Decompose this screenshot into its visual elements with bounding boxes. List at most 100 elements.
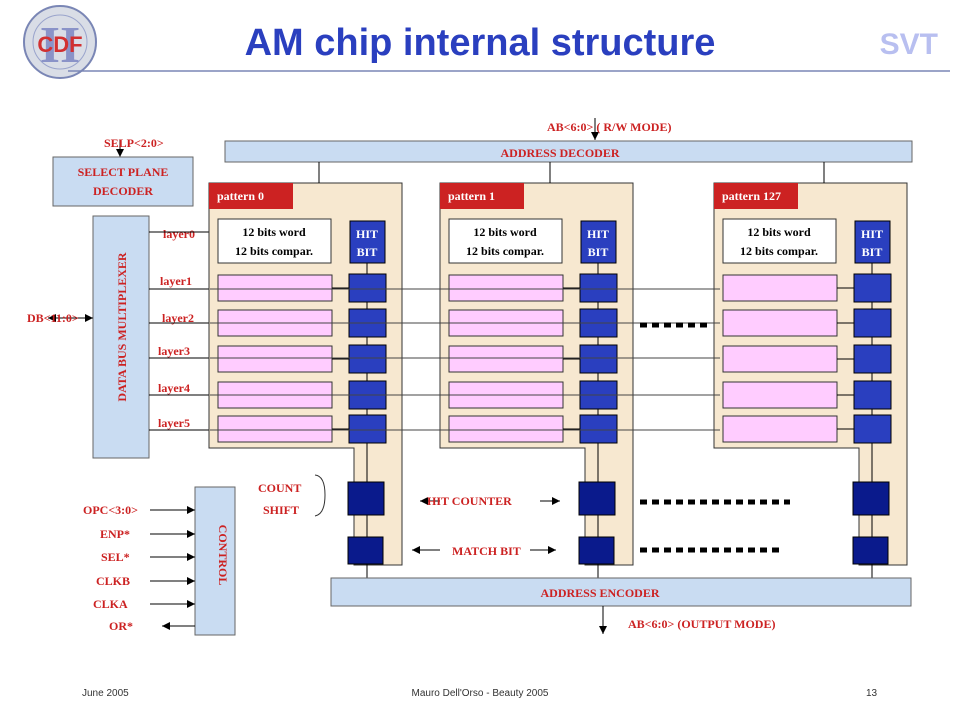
data-bus-mux-label: DATA BUS MULTIPLEXER bbox=[115, 252, 129, 401]
pattern-0-match-bit-box bbox=[347, 536, 384, 565]
ab-rw-label: AB<6:0> ( R/W MODE) bbox=[547, 120, 671, 134]
control-label: CONTROL bbox=[216, 525, 230, 586]
match-bit-label: MATCH BIT bbox=[452, 544, 521, 558]
db-arrow-tail bbox=[48, 314, 56, 322]
pattern-0-hit-bit-box bbox=[349, 220, 386, 264]
layer-label-3: layer3 bbox=[158, 344, 190, 358]
pattern-0-hit-bit-1 bbox=[348, 273, 387, 303]
pattern-0-word-label-2: 12 bits compar. bbox=[235, 244, 313, 258]
pattern-1-hit-bit-5 bbox=[579, 414, 618, 444]
pattern-127-hit-bit-2 bbox=[853, 308, 892, 338]
pattern-1-hit-bit-3 bbox=[579, 344, 618, 374]
control-box bbox=[194, 486, 236, 636]
db-arrow-head bbox=[85, 314, 93, 322]
layer-label-1: layer1 bbox=[160, 274, 192, 288]
pattern-1-hit-bit-label-1: HIT bbox=[587, 227, 609, 241]
pattern-0-word-box bbox=[217, 218, 332, 264]
cdf-logo-text: CDF bbox=[37, 32, 82, 57]
pattern-1-word-label-1: 12 bits word bbox=[473, 225, 537, 239]
page-title: AM chip internal structure bbox=[244, 22, 716, 64]
layer-label-4: layer4 bbox=[158, 381, 190, 395]
cdf-logo-icon bbox=[23, 5, 97, 79]
match-bit-arrow-left-head bbox=[412, 546, 420, 554]
pattern-127-hit-bit-label-2: BIT bbox=[862, 245, 883, 259]
selp-arrow-head bbox=[116, 149, 124, 157]
control-signal-arrow-1-head bbox=[187, 530, 195, 538]
pattern-1-register-1 bbox=[448, 274, 564, 302]
pattern-127-word-label-1: 12 bits word bbox=[747, 225, 811, 239]
pattern-1-hit-bit-1 bbox=[579, 273, 618, 303]
cdf-logo-ring bbox=[32, 14, 88, 70]
control-signal-arrow-0-head bbox=[187, 506, 195, 514]
pattern-0-header-label: pattern 0 bbox=[217, 189, 264, 203]
pattern-1-header bbox=[440, 183, 524, 209]
footer-author: Mauro Dell'Orso - Beauty 2005 bbox=[411, 688, 549, 699]
control-signal-label-2: SEL* bbox=[101, 550, 130, 564]
pattern-0-hit-counter-box bbox=[347, 481, 385, 516]
layer-label-2: layer2 bbox=[162, 311, 194, 325]
pattern-127-header bbox=[714, 183, 798, 209]
count-shift-brace bbox=[314, 474, 326, 517]
select-plane-decoder-label-2: DECODER bbox=[93, 184, 153, 198]
pattern-0-hit-bit-3 bbox=[348, 344, 387, 374]
control-signal-label-0: OPC<3:0> bbox=[83, 503, 138, 517]
pattern-127-register-5 bbox=[722, 415, 838, 443]
pattern-127-header-label: pattern 127 bbox=[722, 189, 781, 203]
pattern-0-header bbox=[209, 183, 293, 209]
count-label: COUNT bbox=[258, 481, 301, 495]
pattern-0-hit-bit-label-2: BIT bbox=[357, 245, 378, 259]
pattern-127-hit-bit-label-1: HIT bbox=[861, 227, 883, 241]
pattern-127-hit-bit-box bbox=[854, 220, 891, 264]
pattern-127-word-label-2: 12 bits compar. bbox=[740, 244, 818, 258]
data-bus-mux-box bbox=[92, 215, 150, 459]
select-plane-decoder-label-1: SELECT PLANE bbox=[78, 165, 169, 179]
ab-rw-arrow-head bbox=[591, 132, 599, 140]
pattern-0-register-1 bbox=[217, 274, 333, 302]
pattern-0-register-5 bbox=[217, 415, 333, 443]
cdf-logo-roman-two: II bbox=[40, 17, 80, 74]
control-signal-label-5: OR* bbox=[109, 619, 133, 633]
db-label: DB<11:0> bbox=[27, 311, 79, 325]
control-signal-arrow-2-head bbox=[187, 553, 195, 561]
pattern-1-match-bit-box bbox=[578, 536, 615, 565]
control-signal-label-3: CLKB bbox=[96, 574, 130, 588]
pattern-127-register-3 bbox=[722, 345, 838, 373]
pattern-127-hit-bit-4 bbox=[853, 380, 892, 410]
pattern-127-hit-bit-5 bbox=[853, 414, 892, 444]
hit-counter-arrow-left-head bbox=[420, 497, 428, 505]
pattern-127-match-bit-box bbox=[852, 536, 889, 565]
pattern-0-hit-bit-5 bbox=[348, 414, 387, 444]
selp-label: SELP<2:0> bbox=[104, 136, 164, 150]
control-signal-arrow-3-head bbox=[187, 577, 195, 585]
pattern-127-hit-bit-1 bbox=[853, 273, 892, 303]
control-signal-arrow-4-head bbox=[187, 600, 195, 608]
pattern-127-register-1 bbox=[722, 274, 838, 302]
hit-counter-arrow-right-head bbox=[552, 497, 560, 505]
pattern-1-header-label: pattern 1 bbox=[448, 189, 495, 203]
shift-label: SHIFT bbox=[263, 503, 299, 517]
layer-label-0: layer0 bbox=[163, 227, 195, 241]
control-signal-label-1: ENP* bbox=[100, 527, 130, 541]
pattern-0-hit-bit-label-1: HIT bbox=[356, 227, 378, 241]
footer-page-number: 13 bbox=[866, 688, 878, 699]
pattern-1-register-5 bbox=[448, 415, 564, 443]
pattern-127-register-4 bbox=[722, 381, 838, 409]
address-encoder-label: ADDRESS ENCODER bbox=[540, 586, 659, 600]
svt-label: SVT bbox=[879, 28, 938, 61]
ab-out-label: AB<6:0> (OUTPUT MODE) bbox=[628, 617, 775, 631]
ab-out-arrow-head bbox=[599, 626, 607, 634]
pattern-1-hit-counter-box bbox=[578, 481, 616, 516]
hit-counter-label: HIT COUNTER bbox=[427, 494, 512, 508]
address-decoder-label: ADDRESS DECODER bbox=[500, 146, 619, 160]
control-signal-label-4: CLKA bbox=[93, 597, 128, 611]
address-decoder-box bbox=[224, 140, 913, 163]
layer-label-5: layer5 bbox=[158, 416, 190, 430]
pattern-127-register-2 bbox=[722, 309, 838, 337]
pattern-1-register-3 bbox=[448, 345, 564, 373]
match-bit-arrow-right-head bbox=[548, 546, 556, 554]
address-encoder-box bbox=[330, 577, 912, 607]
pattern-1-word-label-2: 12 bits compar. bbox=[466, 244, 544, 258]
pattern-1-hit-bit-label-2: BIT bbox=[588, 245, 609, 259]
